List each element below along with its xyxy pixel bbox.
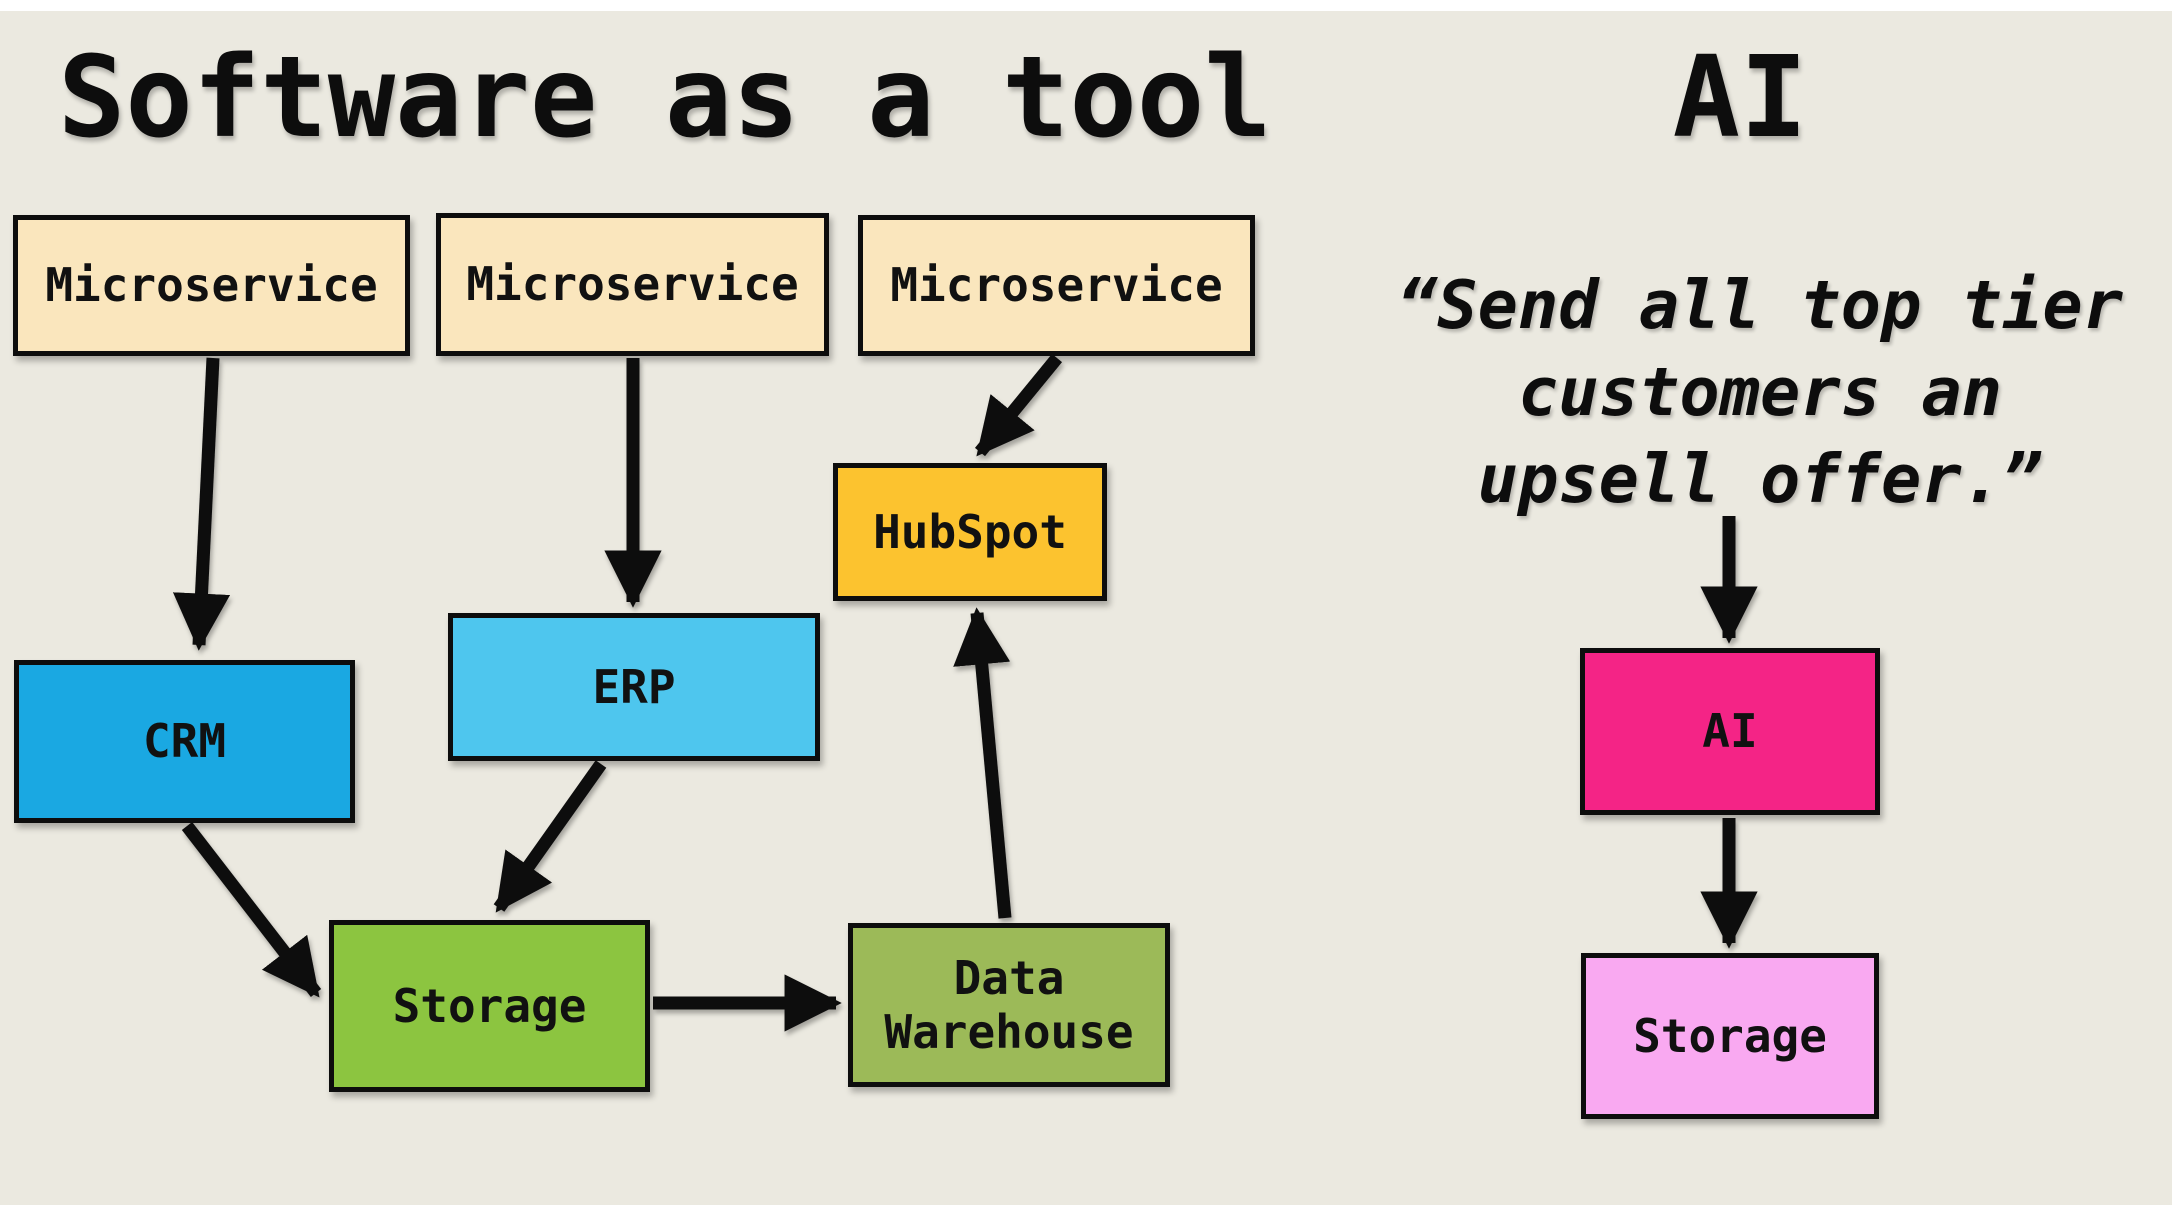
top-white-bar [0, 0, 2172, 11]
node-erp: ERP [448, 613, 820, 761]
right-section-title: AI [1672, 33, 1808, 163]
node-label: HubSpot [873, 504, 1067, 559]
arrow-data-warehouse-to-hubspot [953, 607, 1012, 919]
arrow-erp-to-storage [493, 760, 607, 913]
arrow-crm-to-storage [181, 822, 322, 998]
quote-line: “Send all top tier [1396, 266, 2124, 344]
ai-prompt-quote: “Send all top tier customers an upsell o… [1370, 262, 2150, 523]
node-microservice-2: Microservice [436, 213, 829, 356]
node-data-warehouse: Data Warehouse [848, 923, 1170, 1087]
node-crm: CRM [14, 660, 355, 823]
node-storage-green: Storage [329, 920, 650, 1092]
quote-line: upsell offer.” [1477, 440, 2043, 519]
node-label: AI [1702, 704, 1758, 759]
node-label: Storage [1633, 1008, 1827, 1063]
node-label: Storage [392, 978, 587, 1033]
node-label: Microservice [45, 258, 378, 313]
node-label: Microservice [890, 258, 1223, 313]
node-label: Microservice [466, 257, 799, 312]
node-hubspot: HubSpot [833, 463, 1107, 601]
node-label: CRM [142, 714, 227, 769]
node-microservice-3: Microservice [858, 215, 1255, 356]
node-microservice-1: Microservice [13, 215, 410, 356]
node-storage-pink: Storage [1581, 953, 1879, 1119]
quote-line: customers an [1517, 353, 2003, 432]
node-ai: AI [1580, 648, 1880, 815]
node-label: ERP [592, 659, 676, 714]
left-section-title: Software as a tool [58, 33, 1272, 163]
arrow-microservice1-to-crm [172, 357, 231, 651]
arrow-microservice3-to-hubspot [974, 353, 1063, 457]
node-label: Data Warehouse [884, 950, 1134, 1059]
